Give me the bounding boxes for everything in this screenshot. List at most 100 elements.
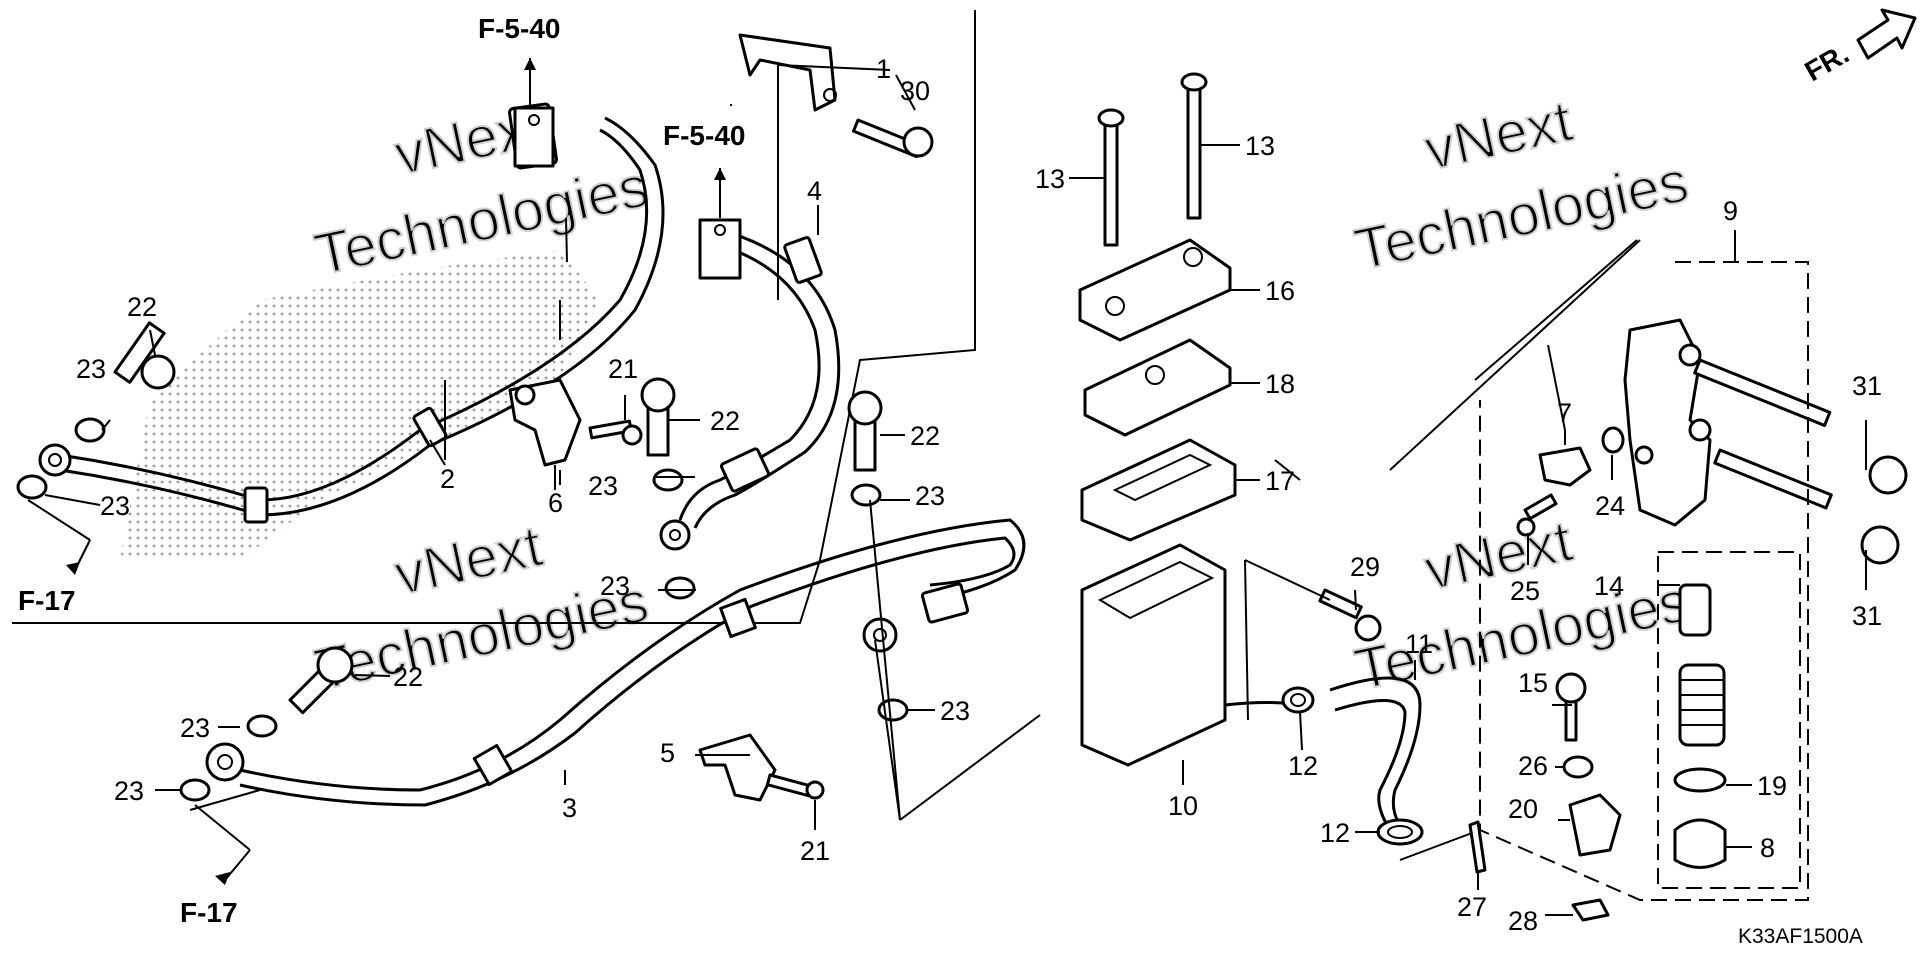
leader-lines-left — [27, 58, 1041, 881]
junction-block-upper — [513, 106, 555, 168]
part-22-bolt-upper — [640, 377, 676, 457]
part-24-o-ring — [1601, 426, 1625, 454]
part-19-circlip — [1673, 767, 1727, 793]
label-part-22-middle: 22 — [910, 421, 940, 451]
part-18-plate — [1083, 338, 1232, 437]
part-31-bolt-lower — [1713, 448, 1900, 565]
watermark-text: vNext — [1419, 508, 1578, 602]
cylinder-mount — [1678, 343, 1702, 367]
part-31-bolt-upper — [1693, 358, 1908, 495]
part-21-screw-upper — [588, 419, 643, 446]
label-part-23: 23 — [76, 354, 106, 384]
cylinder-mount — [1688, 418, 1712, 442]
kit-diagonal — [1399, 829, 1481, 861]
watermark-text: Technologies — [1349, 149, 1694, 283]
bracket-hole — [823, 88, 837, 102]
label-part-19: 19 — [1757, 771, 1787, 801]
part-12-clamp-upper — [1281, 686, 1315, 714]
clamp-mount — [514, 384, 536, 406]
part-21-screw-lower — [765, 773, 825, 800]
part-7-joint — [1538, 446, 1592, 487]
label-part-22-lower: 22 — [393, 662, 423, 692]
part-12-clamp-lower — [1376, 818, 1424, 846]
cover-hole — [1183, 247, 1203, 267]
label-part-15: 15 — [1518, 668, 1548, 698]
label-part-4: 4 — [807, 176, 822, 206]
junction-block-lower — [698, 218, 742, 280]
cylinder-port — [1634, 445, 1654, 465]
label-part-13-left: 13 — [1035, 164, 1065, 194]
part-13-screw-right — [1180, 72, 1208, 220]
part-3-brake-hose — [205, 518, 1026, 807]
reservoir-opening — [1097, 560, 1215, 620]
label-part-29: 29 — [1350, 552, 1380, 582]
label-part-8: 8 — [1760, 833, 1775, 863]
label-part-21-upper: 21 — [608, 354, 638, 384]
label-part-16: 16 — [1265, 276, 1295, 306]
part-5-clamp — [698, 733, 777, 802]
dotted-logo-area — [120, 250, 600, 560]
label-part-28: 28 — [1508, 906, 1538, 936]
part-4-brake-hose — [659, 228, 841, 551]
front-arrow — [1856, 8, 1917, 60]
junction-block-hole — [714, 224, 726, 236]
label-part-25: 25 — [1510, 576, 1540, 606]
diaphragm-bellows — [1112, 453, 1213, 502]
ref-f-5-40-upper: F-5-40 — [478, 13, 560, 44]
label-part-21-lower: 21 — [800, 836, 830, 866]
part-13-screw-left — [1097, 108, 1125, 247]
plate-hole — [1145, 365, 1165, 385]
label-part-31-lower: 31 — [1852, 601, 1882, 631]
label-part-20: 20 — [1508, 794, 1538, 824]
label-part-1: 1 — [876, 54, 891, 84]
label-part-3: 3 — [562, 793, 577, 823]
part-11-hose — [1329, 676, 1422, 826]
part-22-bolt-left — [113, 321, 176, 390]
label-part-6: 6 — [548, 488, 563, 518]
label-part-24: 24 — [1595, 491, 1625, 521]
part-26-nut — [1562, 755, 1594, 779]
reference-arrows — [66, 58, 726, 885]
cover-hole — [1105, 296, 1125, 316]
label-part-23: 23 — [915, 481, 945, 511]
ref-front: FR. — [1800, 38, 1855, 87]
label-part-22-upper: 22 — [710, 406, 740, 436]
part-28-clip — [1571, 898, 1610, 922]
label-part-22-left: 22 — [127, 292, 157, 322]
leader-lines-right — [1069, 144, 1867, 916]
label-part-13-right: 13 — [1245, 131, 1275, 161]
label-part-23: 23 — [180, 713, 210, 743]
part-labels: 1 2 3 4 5 6 7 8 9 10 11 12 12 13 13 14 1… — [76, 54, 1882, 936]
part-14-piston-kit — [1678, 583, 1726, 747]
label-part-31-upper: 31 — [1852, 371, 1882, 401]
part-25-screw — [1516, 493, 1558, 537]
part-16-cover — [1078, 238, 1232, 342]
label-part-12-upper: 12 — [1288, 751, 1318, 781]
part-11-hose-inner — [1334, 699, 1407, 831]
part-1-bracket — [738, 33, 837, 112]
kit-9-outline — [1479, 261, 1809, 901]
label-part-23: 23 — [114, 776, 144, 806]
junction-block-hole — [528, 114, 540, 126]
label-part-27: 27 — [1457, 892, 1487, 922]
label-part-5: 5 — [660, 738, 675, 768]
watermark-text: vNext — [1419, 88, 1578, 182]
label-part-14: 14 — [1594, 571, 1624, 601]
kit-diagonal — [1389, 239, 1641, 471]
diagram-code: K33AF1500A — [1738, 925, 1863, 948]
part-27-pin — [1468, 820, 1487, 874]
reservoir-leader — [1244, 559, 1249, 721]
ref-f-5-40-lower: F-5-40 — [663, 120, 745, 151]
label-part-23: 23 — [100, 491, 130, 521]
part-20-joint — [1568, 793, 1622, 857]
label-part-10: 10 — [1168, 791, 1198, 821]
label-part-12-lower: 12 — [1320, 818, 1350, 848]
reservoir-leader — [1244, 559, 1331, 601]
part-22-bolt-lower — [288, 646, 354, 715]
label-part-7: 7 — [1557, 398, 1572, 428]
label-part-2: 2 — [440, 464, 455, 494]
part-8-boot — [1673, 818, 1727, 869]
label-part-30: 30 — [900, 76, 930, 106]
label-part-26: 26 — [1518, 751, 1548, 781]
